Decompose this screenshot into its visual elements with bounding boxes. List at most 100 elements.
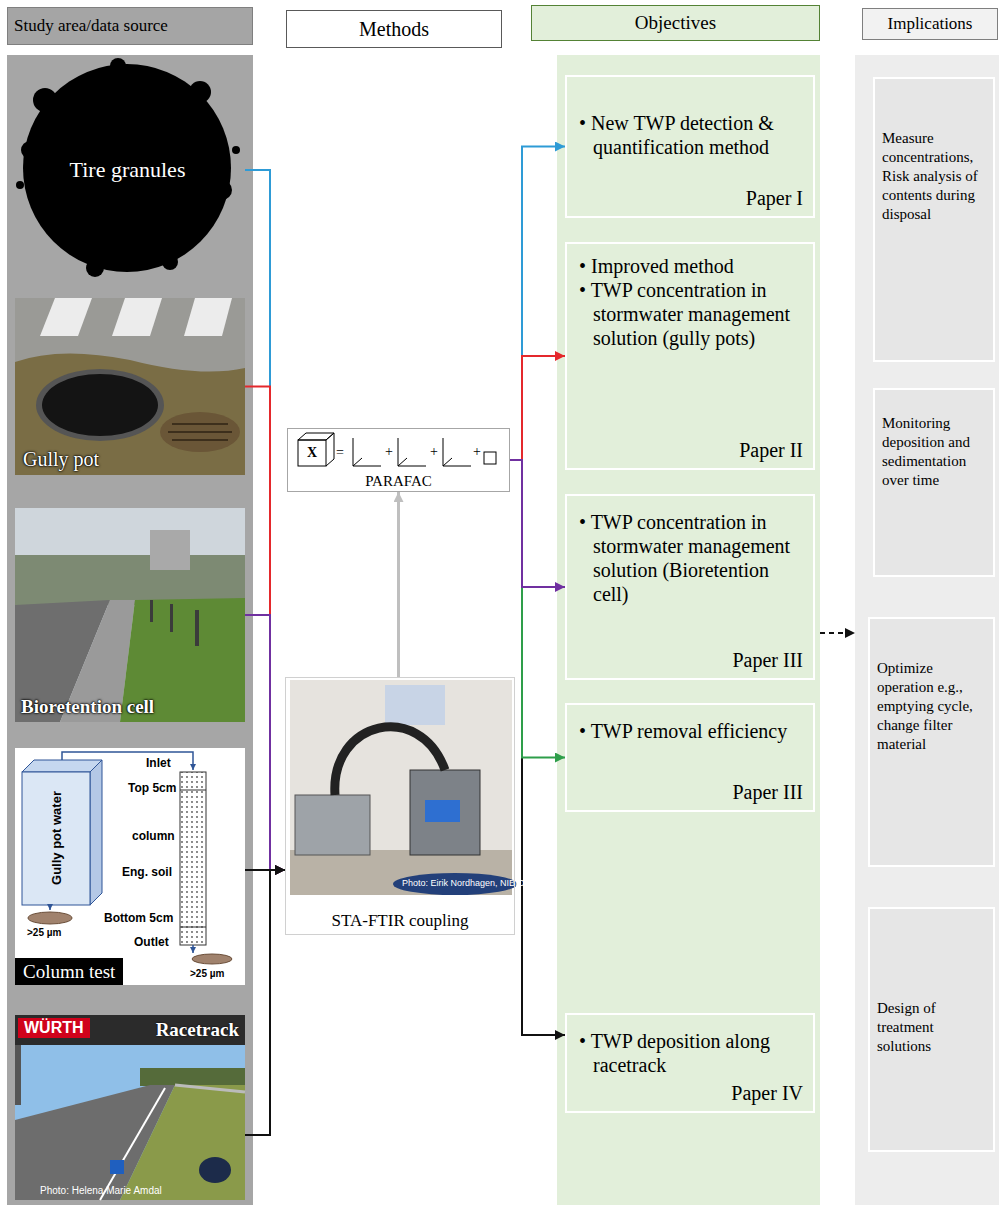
connector	[510, 356, 565, 460]
source-picture: Gully pot	[15, 298, 245, 475]
crosswalk-stripe	[40, 298, 92, 336]
trees	[140, 1068, 245, 1086]
transfer-line	[335, 727, 445, 795]
part-label: Inlet	[146, 757, 171, 771]
source-picture: Tire granules	[10, 60, 245, 280]
granule	[232, 146, 240, 154]
outlet-pipe	[192, 945, 194, 953]
objective-text: Paper II	[739, 434, 803, 462]
granule-heap	[23, 64, 231, 272]
connector	[397, 492, 400, 677]
track-line	[100, 1088, 165, 1200]
formula-symbol: X	[307, 445, 317, 461]
implications-panel	[855, 55, 999, 1205]
implication-box: Optimize operation e.g., emptying cycle,…	[868, 617, 995, 867]
sta-instrument	[410, 770, 480, 855]
post	[170, 604, 173, 632]
tensor-cube	[298, 440, 326, 466]
rank-one-term	[353, 438, 381, 466]
tank-side	[90, 760, 102, 905]
panel-heading: Objectives	[531, 5, 820, 41]
parafac-figure	[287, 428, 510, 492]
method-label: PARAFAC	[361, 473, 436, 490]
gully-grate	[160, 412, 240, 452]
residual-cube	[484, 452, 496, 464]
formula-symbol: +	[385, 444, 393, 460]
building	[150, 530, 190, 570]
formula-symbol: =	[336, 445, 344, 461]
photo-caption: Gully pot	[23, 448, 99, 471]
objective-text: Paper III	[732, 776, 803, 804]
objective-text: • TWP removal efficiency	[579, 719, 803, 743]
connector	[820, 632, 855, 634]
tank-front	[22, 772, 90, 905]
wall-chart	[385, 685, 445, 725]
lab-wall	[290, 680, 512, 895]
part-label: column	[132, 830, 175, 844]
photo-caption: Racetrack	[156, 1019, 239, 1041]
sieve-label: >25 µm	[27, 927, 61, 939]
method-label: STA-FTIR coupling	[328, 911, 473, 931]
objective-text: • TWP concentration in stormwater manage…	[579, 278, 803, 350]
grate-bars	[168, 424, 232, 440]
objective-box: • New TWP detection & quantification met…	[565, 75, 815, 218]
tank-top	[22, 760, 102, 772]
method-box: PARAFAC	[287, 428, 510, 492]
objectives-panel: Objectives • New TWP detection & quantifi…	[531, 5, 820, 1205]
objective-text: • New TWP detection & quantification met…	[579, 111, 803, 159]
top-layer-line	[180, 790, 206, 791]
implication-text: Design of treatment solutions	[877, 999, 987, 1056]
connector	[510, 147, 565, 461]
objective-box: • TWP deposition along racetrackPaper IV	[565, 1013, 815, 1113]
column-test-sketch	[15, 748, 245, 985]
connector	[510, 460, 565, 1035]
column-heading: Methods	[287, 11, 501, 47]
trees	[15, 555, 245, 605]
display	[425, 800, 460, 822]
ftir-instrument	[295, 795, 370, 855]
connector	[510, 460, 565, 587]
crosswalk-stripe	[184, 298, 232, 336]
figure-ground	[285, 677, 515, 935]
objectives-panel	[557, 55, 820, 1205]
implication-text: Optimize operation e.g., emptying cycle,…	[877, 659, 987, 754]
granule	[16, 181, 24, 189]
objective-text: • TWP deposition along racetrack	[579, 1029, 803, 1077]
source-picture: Bioretention cell	[15, 508, 245, 722]
panel-heading: Implications	[862, 8, 998, 40]
sieve-label: >25 µm	[190, 968, 224, 980]
sign-text: WÜRTH	[18, 1018, 90, 1038]
connector	[245, 615, 285, 870]
granule	[33, 88, 57, 112]
bucket	[110, 1160, 124, 1174]
part-label: Outlet	[134, 936, 169, 950]
granule	[86, 259, 104, 277]
method-box: STA-FTIR coupling	[285, 677, 515, 935]
part-label: Top 5cm	[128, 782, 176, 796]
photo-credit: Photo: Eirik Nordhagen, NIBIO	[402, 878, 525, 888]
bridge-banner	[15, 1015, 245, 1045]
gully-opening	[42, 374, 158, 436]
bioretention-photo	[15, 508, 245, 722]
heading-box: Methods	[286, 10, 502, 48]
source-panel	[7, 55, 253, 1205]
granule	[162, 254, 178, 270]
asphalt	[15, 298, 245, 475]
implication-box: Design of treatment solutions	[868, 907, 995, 1152]
granule	[189, 81, 211, 103]
objective-text: • Improved method	[579, 254, 803, 278]
racetrack-photo	[15, 1015, 245, 1200]
tire-granules-picture	[16, 58, 240, 277]
granule	[21, 141, 39, 159]
connector	[245, 170, 285, 870]
implication-box: Monitoring deposition and sedimentation …	[873, 388, 995, 577]
post	[195, 610, 199, 646]
photo-credit: Photo: Helena Marie Amdal	[40, 1185, 162, 1197]
objective-box: • Improved method• TWP concentration in …	[565, 242, 815, 470]
photo-caption: Tire granules	[70, 157, 186, 183]
tensor-cube	[298, 433, 334, 466]
photo-caption: Bioretention cell	[21, 696, 154, 718]
sta-ftir-photo	[285, 677, 517, 935]
soil-column	[180, 772, 206, 945]
